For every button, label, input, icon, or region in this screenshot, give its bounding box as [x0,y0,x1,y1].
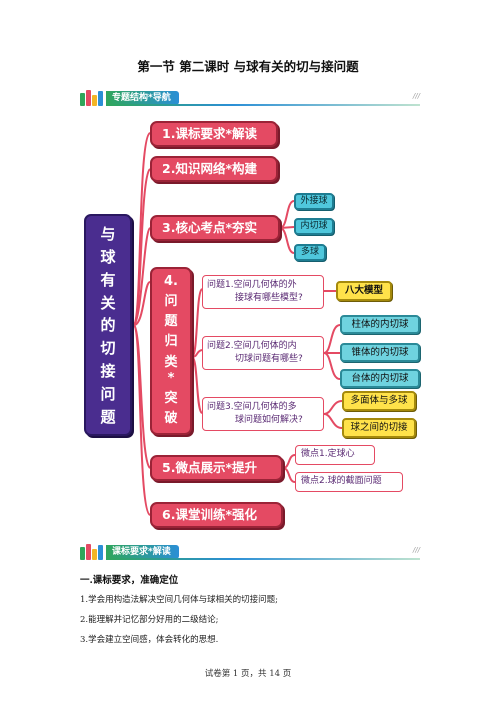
answer-prism-inscribed: 柱体的内切球 [340,315,420,334]
root-char: 切 [100,339,116,358]
root-char: 球 [100,247,116,266]
page-title: 第一节 第二课时 与球有关的切与接问题 [137,59,359,74]
mind-map: 与球有关的切接问题 1.课标要求*解读 2.知识网络*构建 3.核心考点*夯实 … [80,117,420,537]
node4-char: 突 [164,391,178,407]
node4-char: 题 [164,314,178,330]
standards-banner: 课标要求*解读 /// [80,544,420,560]
root-topic: 与球有关的切接问题 [84,214,132,436]
question-1-line1: 问题1.空间几何体的外 [207,280,297,290]
root-char: 与 [100,224,116,243]
node-standards: 1.课标要求*解读 [150,121,278,147]
child-inner-sphere: 内切球 [294,218,334,235]
answer-sphere-tangency: 球之间的切接 [342,418,416,438]
micro-point-2: 微点2.球的截面问题 [295,472,403,492]
question-3-line2: 球问题如何解决? [235,415,303,425]
node4-char: 类 [164,354,178,370]
root-char: 题 [100,407,116,426]
question-1-line2: 接球有哪些模型? [235,293,303,303]
answer-eight-models: 八大模型 [336,281,392,301]
books-icon [80,544,108,560]
connector-lines [133,132,343,516]
node-classroom-training: 6.课堂训练*强化 [150,502,283,528]
micro-point-1: 微点1.定球心 [295,445,375,465]
root-char: 的 [100,316,116,335]
requirement-item-2: 2.能理解并记忆部分好用的二级结论; [80,615,219,625]
node4-char: 问 [164,293,178,309]
answer-pyramid-inscribed: 锥体的内切球 [340,343,420,362]
requirement-item-1: 1.学会用构造法解决空间几何体与球相关的切接问题; [80,595,278,605]
requirement-item-3: 3.学会建立空间感，体会转化的思想. [80,635,219,645]
section-heading: 一.课标要求，准确定位 [80,575,179,586]
root-char: 有 [100,270,116,289]
banner-underline [106,558,420,560]
question-3-line1: 问题3.空间几何体的多 [207,402,297,412]
question-3: 问题3.空间几何体的多 球问题如何解决? [202,397,324,431]
node4-char: 破 [164,411,178,427]
question-2-line2: 切球问题有哪些? [235,354,303,364]
structure-banner: 专题结构*导航 /// [80,90,420,106]
node4-char: * [167,370,175,386]
question-1: 问题1.空间几何体的外 接球有哪些模型? [202,275,324,309]
banner-label: 专题结构*导航 [106,91,179,105]
books-icon [80,90,108,106]
root-char: 接 [100,362,116,381]
question-2: 问题2.空间几何体的内 切球问题有哪些? [202,336,324,370]
banner-label: 课标要求*解读 [106,545,179,559]
node-problem-breakdown: 4. 问题归类* 突破 [150,267,192,435]
node-knowledge-network: 2.知识网络*构建 [150,156,278,182]
child-multi-sphere: 多球 [294,244,326,261]
node-micro-points: 5.微点展示*提升 [150,455,283,481]
node4-char: 归 [164,334,178,350]
node-core-points: 3.核心考点*夯实 [150,215,280,241]
answer-polyhedron-multi: 多面体与多球 [342,391,416,411]
root-char: 问 [100,385,116,404]
banner-mark: /// [412,92,420,100]
banner-underline [106,104,420,106]
child-outer-sphere: 外接球 [294,193,334,210]
node4-char: 4. [164,273,178,289]
banner-mark: /// [412,546,420,554]
question-2-line1: 问题2.空间几何体的内 [207,341,297,351]
root-char: 关 [100,293,116,312]
answer-frustum-inscribed: 台体的内切球 [340,369,420,388]
page-footer: 试卷第 1 页，共 14 页 [204,669,292,679]
